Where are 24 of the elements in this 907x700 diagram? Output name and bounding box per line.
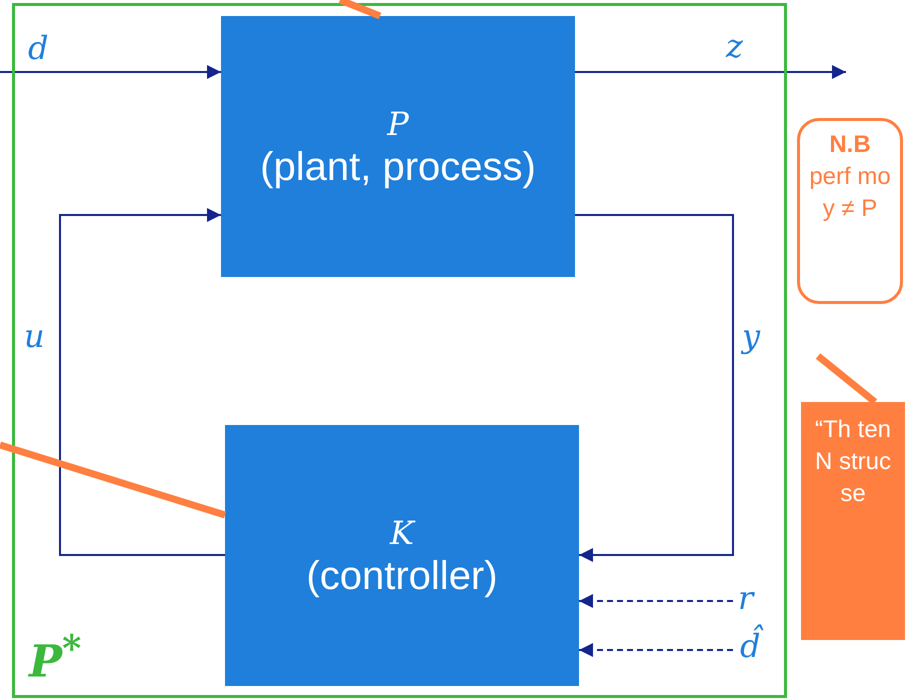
signal-label: u	[24, 318, 45, 354]
block-symbol: P	[387, 104, 409, 144]
signal-arrow	[59, 208, 225, 556]
quote-text: “Th ten N struc se	[814, 415, 892, 509]
signal-label: r	[738, 580, 754, 616]
note-heading: N.B	[828, 130, 872, 160]
note-text: perf mo y ≠ P	[808, 162, 892, 224]
process-block	[221, 16, 575, 277]
signal-label: z	[726, 28, 743, 64]
process-block	[225, 425, 579, 686]
signal-label: d	[28, 30, 48, 66]
signal-arrow	[579, 594, 733, 608]
signal-arrow	[575, 65, 846, 79]
signal-arrow	[579, 643, 733, 657]
frame-label: P$^{*}$	[29, 626, 82, 689]
block-label: (plant, process)	[260, 144, 536, 190]
block-label: (controller)	[306, 552, 498, 598]
signal-arrow	[0, 65, 221, 79]
block-symbol: K	[390, 512, 414, 552]
system-frame	[12, 3, 787, 698]
signal-arrow	[575, 214, 734, 562]
signal-label: y	[742, 318, 760, 354]
quote-callout	[801, 402, 905, 640]
note-callout	[797, 118, 903, 304]
